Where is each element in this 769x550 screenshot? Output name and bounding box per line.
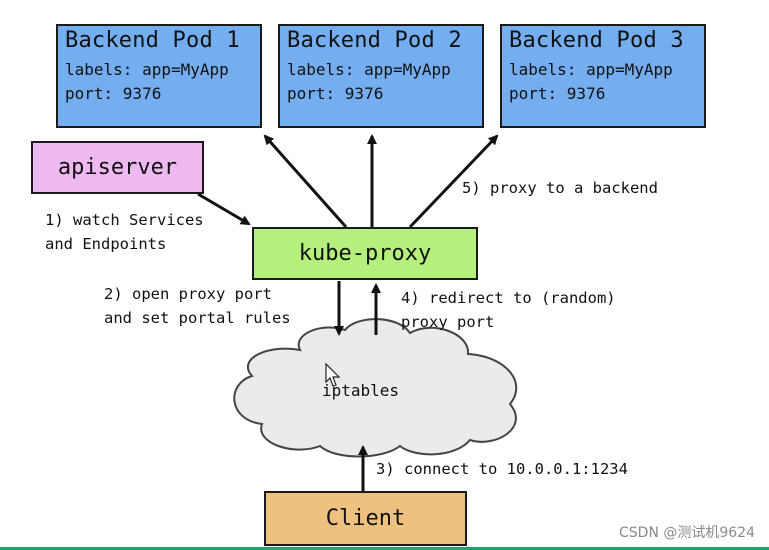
step-1-line-2: and Endpoints: [45, 235, 167, 253]
pod-labels: labels: app=MyApp: [65, 60, 229, 79]
pod-labels: labels: app=MyApp: [287, 60, 451, 79]
csdn-watermark: CSDN @测试机9624: [619, 525, 755, 541]
backend-pod-3: Backend Pod 3 labels: app=MyApp port: 93…: [500, 24, 706, 128]
step-4-line-1: 4) redirect to (random): [401, 289, 616, 307]
pod-port: port: 9376: [509, 84, 606, 103]
iptables-label: iptables: [322, 381, 400, 400]
step-4-label: 4) redirect to (random) proxy port: [401, 286, 616, 334]
pod-port: port: 9376: [65, 84, 162, 103]
backend-pod-1: Backend Pod 1 labels: app=MyApp port: 93…: [56, 24, 262, 128]
iptables-cloud: [233, 318, 518, 458]
backend-pod-2: Backend Pod 2 labels: app=MyApp port: 93…: [278, 24, 484, 128]
step-4-line-2: proxy port: [401, 313, 495, 331]
bottom-divider: [0, 547, 769, 550]
step-1-label: 1) watch Services and Endpoints: [45, 208, 204, 256]
step-2-line-1: 2) open proxy port: [104, 285, 272, 303]
apiserver-node: apiserver: [31, 141, 204, 194]
step-5-label: 5) proxy to a backend: [462, 179, 658, 197]
step-3-label: 3) connect to 10.0.0.1:1234: [376, 460, 628, 478]
arrow-proxy-to-pod3: [408, 134, 499, 229]
pod-title: Backend Pod 2: [287, 28, 462, 53]
kube-proxy-node: kube-proxy: [252, 227, 478, 280]
step-2-line-2: and set portal rules: [104, 309, 291, 327]
arrow-apiserver-to-proxy: [197, 192, 251, 226]
mouse-cursor-icon: [325, 362, 341, 387]
arrow-proxy-to-pod1: [263, 134, 348, 228]
pod-port: port: 9376: [287, 84, 384, 103]
step-1-line-1: 1) watch Services: [45, 211, 204, 229]
pod-title: Backend Pod 3: [509, 28, 684, 53]
pod-title: Backend Pod 1: [65, 28, 240, 53]
client-node: Client: [264, 491, 467, 546]
step-2-label: 2) open proxy port and set portal rules: [104, 282, 291, 330]
pod-labels: labels: app=MyApp: [509, 60, 673, 79]
